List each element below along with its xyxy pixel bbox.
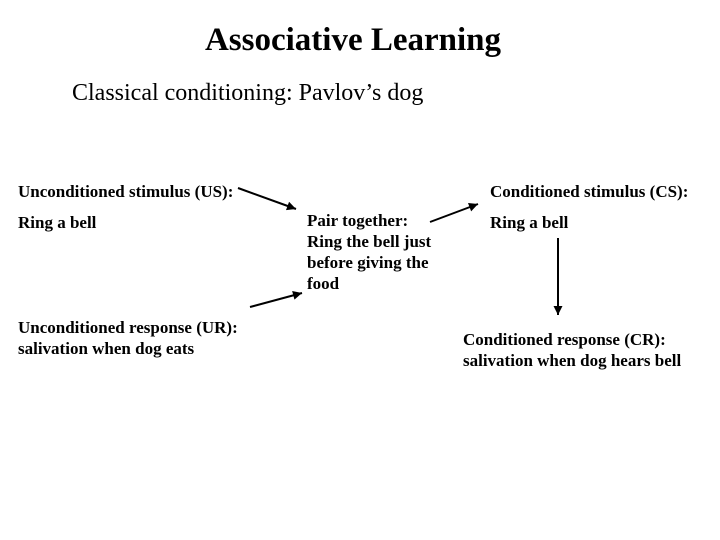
slide-subtitle: Classical conditioning: Pavlov’s dog <box>72 80 424 106</box>
unconditioned-stimulus-label: Unconditioned stimulus (US): <box>18 182 234 201</box>
conditioned-response-block: Conditioned response (CR): salivation wh… <box>463 330 682 370</box>
conditioned-stimulus-body: Ring a bell <box>490 213 569 232</box>
arrow-ur-to-pair <box>249 290 303 308</box>
unconditioned-stimulus-body: Ring a bell <box>18 213 97 232</box>
arrow-us-to-pair <box>237 187 297 211</box>
unconditioned-response-block: Unconditioned response (UR): salivation … <box>18 318 238 358</box>
slide-title: Associative Learning <box>204 22 502 58</box>
pair-together-block: Pair together: Ring the bell just before… <box>307 211 432 293</box>
conditioned-stimulus-label: Conditioned stimulus (CS): <box>490 182 689 201</box>
